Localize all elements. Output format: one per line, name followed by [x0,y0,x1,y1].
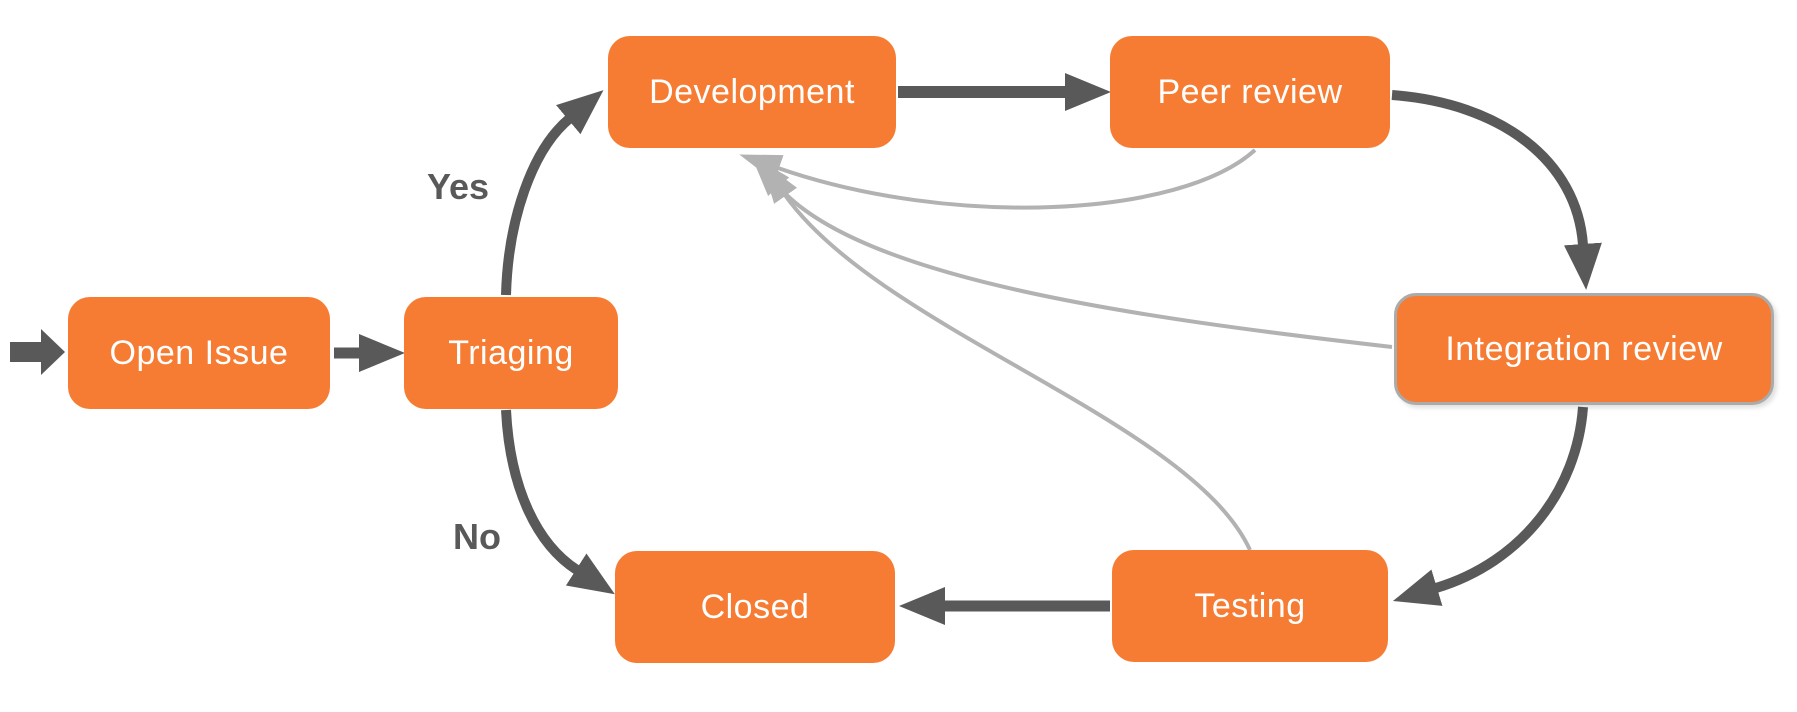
node-open-issue: Open Issue [68,297,330,409]
node-closed: Closed [615,551,895,663]
node-development: Development [608,36,896,148]
node-closed-label: Closed [700,587,810,626]
node-triaging: Triaging [404,297,618,409]
node-integration-review: Integration review [1394,293,1774,405]
node-integration-review-label: Integration review [1445,329,1723,368]
edge-label-no: No [453,516,501,557]
node-triaging-label: Triaging [448,333,574,372]
edge-testing-development [761,161,1252,551]
edge-triaging-development-yes [501,90,604,296]
node-testing-label: Testing [1194,586,1306,625]
edge-integration-review-development [751,155,1393,349]
node-peer-review: Peer review [1110,36,1390,148]
edge-peer-review-integration-review [1391,90,1602,290]
edge-triaging-closed-no [501,409,615,595]
edge-integration-review-testing [1392,406,1588,606]
node-testing: Testing [1112,550,1388,662]
node-open-issue-label: Open Issue [109,333,289,372]
edge-label-yes: Yes [427,166,489,207]
edge-peer-review-development [739,148,1257,210]
node-development-label: Development [649,72,855,111]
node-peer-review-label: Peer review [1157,72,1343,111]
